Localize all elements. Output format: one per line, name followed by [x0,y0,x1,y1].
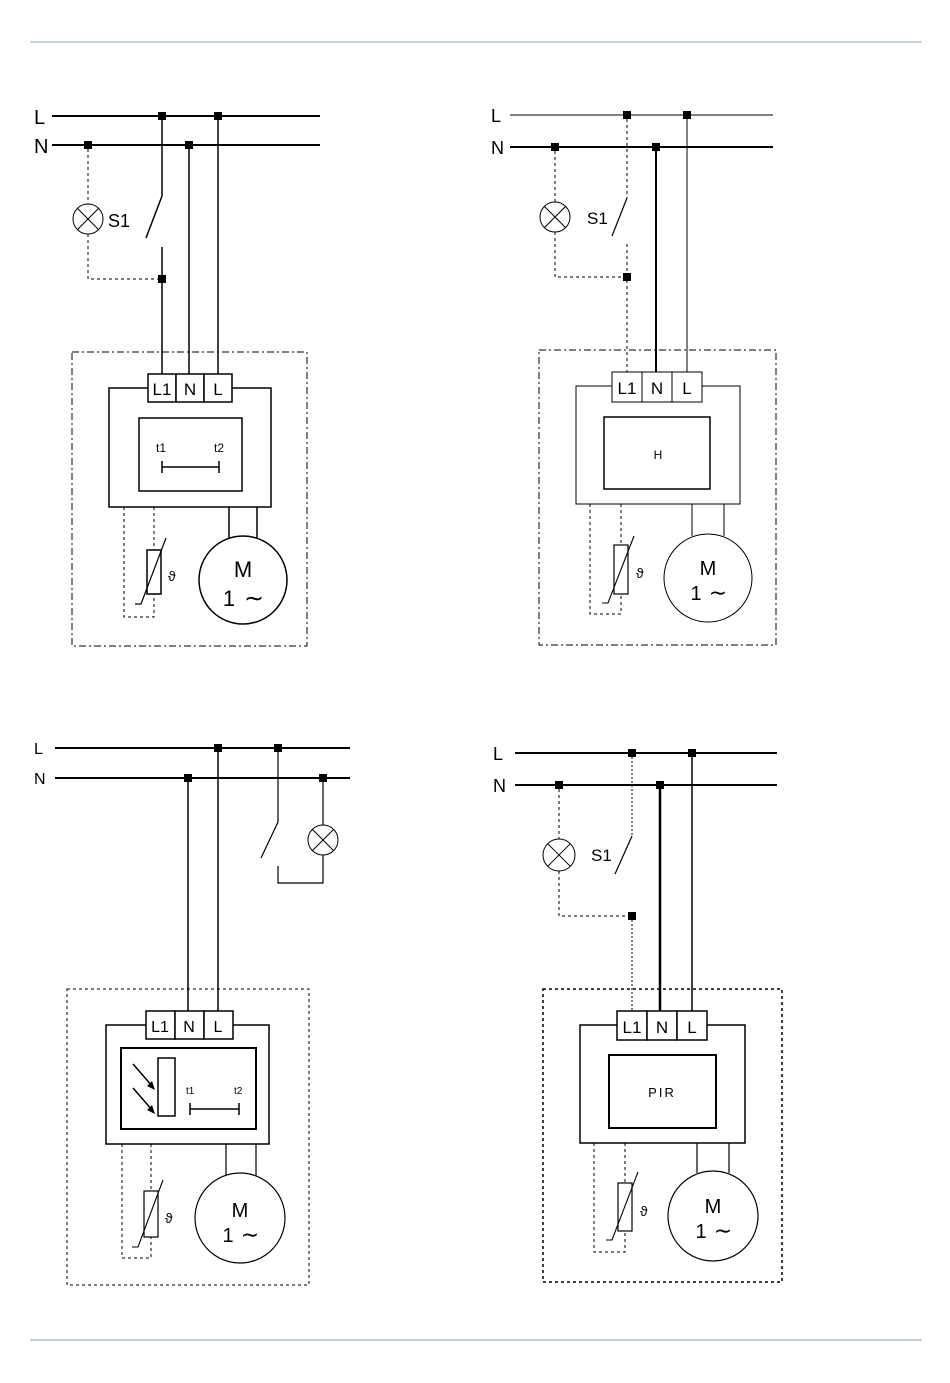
junction [688,749,696,757]
junction [274,744,282,752]
svg-text:ϑ: ϑ [168,568,176,584]
junction [84,141,92,149]
motor-label: M [700,558,717,580]
thermistor-icon: ϑ [606,1172,648,1240]
bus-label-l: L [493,744,503,764]
junction [214,112,222,120]
control-module [109,388,271,507]
lamp-return-wire [555,232,627,277]
terminal-n: N [183,1019,195,1036]
junction [555,781,563,789]
bus-label-n: N [34,771,46,788]
junction [656,781,664,789]
lamp-icon [73,204,103,234]
light-sensor-icon [133,1058,175,1116]
junction [158,112,166,120]
timer-t1: t1 [186,1086,195,1097]
terminal-n: N [184,380,196,399]
junction [628,749,636,757]
timer-t1: t1 [156,441,166,455]
junction [319,774,327,782]
svg-text:ϑ: ϑ [640,1203,648,1219]
bus-label-n: N [491,138,504,158]
lamp-label: S1 [591,846,612,865]
timer-interval-icon [162,461,219,473]
bus-label-n: N [493,776,506,796]
terminal-l1: L1 [151,1019,169,1036]
switch-lever [261,822,278,858]
motor-phase: 1 [695,1221,706,1243]
motor-phase: 1 [222,1225,233,1247]
diagram-pir: L N S1 L1 N L PIR [493,744,782,1282]
switch-lever [615,836,632,874]
lamp-label: S1 [587,209,608,228]
motor-ac-symbol: ∼ [709,580,727,605]
bus-label-l: L [34,107,45,129]
thermistor-icon: ϑ [135,538,176,604]
lamp-return-wire [88,234,162,279]
lamp-label: S1 [108,211,130,231]
terminal-l1: L1 [153,380,172,399]
terminal-block: L1 N L [148,374,232,402]
motor-ac-symbol: ∼ [244,585,264,612]
switch-lamp-wire [278,855,323,883]
terminal-n: N [656,1018,668,1037]
bus-label-l: L [34,741,43,758]
svg-text:ϑ: ϑ [165,1210,173,1226]
motor-phase: 1 [223,586,235,611]
lamp-icon [543,839,575,871]
bus-label-l: L [491,106,501,126]
lamp-return-wire [559,871,632,916]
junction [551,143,559,151]
diagram-humidity: L N S1 L1 N L H [491,106,776,645]
terminal-n: N [651,379,663,398]
junction [184,774,192,782]
bus-label-n: N [34,136,48,158]
control-module [580,1025,745,1143]
control-module [106,1025,269,1144]
motor-label: M [234,557,252,582]
motor-ac-symbol: ∼ [241,1222,259,1247]
junction [214,744,222,752]
switch-lever [146,196,162,238]
terminal-l: L [682,379,691,398]
lamp-icon [540,202,570,232]
motor-label: M [232,1200,249,1222]
thermistor-icon: ϑ [602,536,644,603]
timer-t2: t2 [234,1086,243,1097]
terminal-block: L1 N L [612,372,702,402]
thermistor-icon: ϑ [132,1180,173,1247]
junction [628,912,636,920]
terminal-block: L1 N L [617,1011,707,1040]
terminal-l: L [213,380,222,399]
junction [683,111,691,119]
motor-ac-symbol: ∼ [714,1218,732,1243]
terminal-l: L [214,1019,223,1036]
svg-text:ϑ: ϑ [636,565,644,581]
junction [185,141,193,149]
terminal-l: L [687,1018,696,1037]
motor-phase: 1 [690,583,701,605]
terminal-l1: L1 [623,1018,642,1037]
diagram-light-timer: L N L1 N L [34,741,350,1285]
timer-box [139,418,242,491]
junction [652,143,660,151]
motor-label: M [705,1196,722,1218]
timer-t2: t2 [214,441,224,455]
lamp-icon [308,825,338,855]
timer-interval-icon [190,1103,239,1115]
junction [623,111,631,119]
diagram-timer: L N S1 L1 N L [34,107,320,646]
terminal-block: L1 N L [146,1011,233,1039]
control-label: H [654,448,663,462]
terminal-l1: L1 [618,379,637,398]
control-module [576,386,740,504]
switch-lever [612,198,627,236]
control-label: PIR [648,1085,676,1100]
